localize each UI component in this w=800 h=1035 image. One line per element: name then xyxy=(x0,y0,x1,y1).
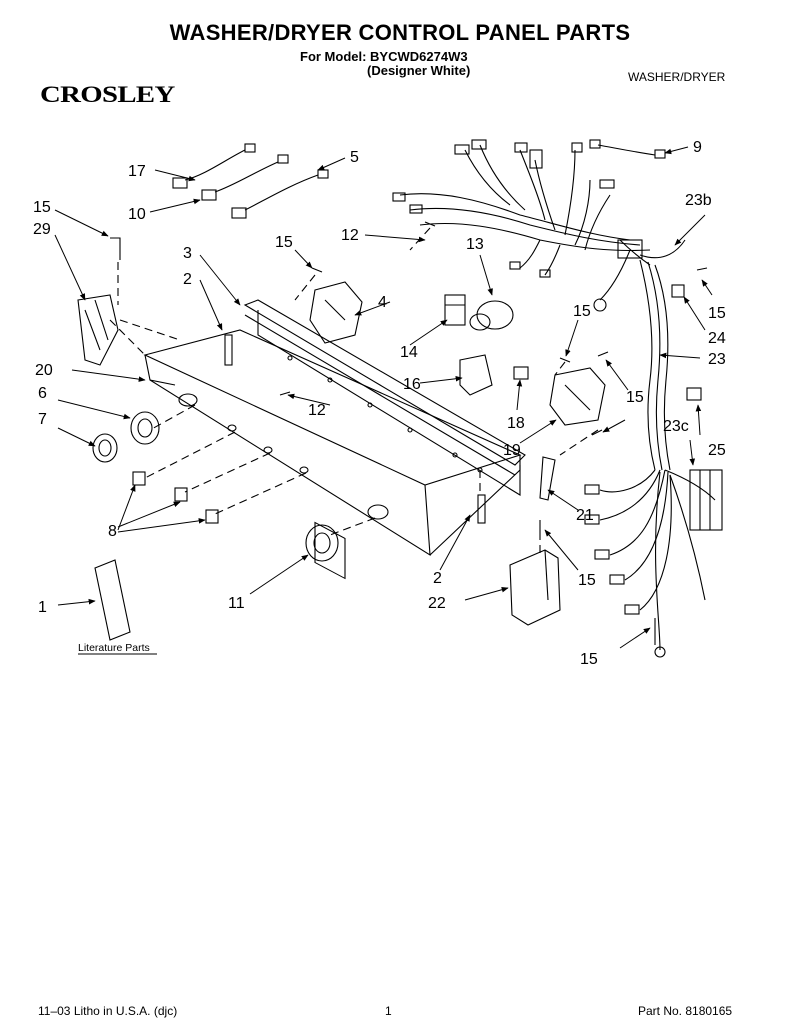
callout-4: 4 xyxy=(378,294,387,311)
callout-13: 13 xyxy=(466,236,484,253)
appliance-category: WASHER/DRYER xyxy=(628,70,726,84)
switch-13 xyxy=(469,300,514,331)
callout-2-lower: 2 xyxy=(433,570,442,587)
literature-booklet xyxy=(94,559,131,641)
bracket-21 xyxy=(539,456,556,501)
literature-parts-label: Literature Parts xyxy=(78,642,150,654)
callout-23b: 23b xyxy=(685,192,712,209)
callout-15-timer-right: 15 xyxy=(626,389,644,406)
wire-leads xyxy=(172,139,666,219)
model-number: For Model: BYCWD6274W3 xyxy=(300,49,468,64)
callout-16: 16 xyxy=(403,376,421,393)
callout-18: 18 xyxy=(507,415,525,432)
clips-24-25 xyxy=(671,284,702,401)
callout-5: 5 xyxy=(350,149,359,166)
callout-9: 9 xyxy=(693,139,702,156)
control-board-3 xyxy=(243,299,526,580)
callout-15-cover: 15 xyxy=(578,572,596,589)
switch-14 xyxy=(444,294,466,326)
callout-23: 23 xyxy=(708,351,726,368)
callout-21: 21 xyxy=(576,507,594,524)
callout-7: 7 xyxy=(38,411,47,428)
callout-23c: 23c xyxy=(663,418,689,435)
footer-page-number: 1 xyxy=(385,1004,392,1018)
cover-22 xyxy=(509,549,561,626)
leader-arrows xyxy=(54,146,713,649)
module-4 xyxy=(309,281,363,344)
wire-harness-top xyxy=(392,139,686,312)
callout-2-upper: 2 xyxy=(183,271,192,288)
screws xyxy=(110,221,708,645)
callout-29: 29 xyxy=(33,221,51,238)
clip-18 xyxy=(513,366,529,380)
callout-15-right: 15 xyxy=(708,305,726,322)
callout-12-lower: 12 xyxy=(308,402,326,419)
footer-litho: 11–03 Litho in U.S.A. (djc) xyxy=(38,1004,178,1018)
callout-11: 11 xyxy=(228,595,245,612)
model-color: (Designer White) xyxy=(367,63,471,78)
timer-19 xyxy=(549,367,606,426)
callout-15-ground: 15 xyxy=(580,651,598,668)
brand-logo: CROSLEY xyxy=(40,82,175,107)
callout-12-upper: 12 xyxy=(341,227,359,244)
callout-22: 22 xyxy=(428,595,446,612)
switch-16 xyxy=(459,354,493,396)
knobs xyxy=(92,411,339,562)
callout-25: 25 xyxy=(708,442,726,459)
callout-1: 1 xyxy=(38,599,47,616)
callout-10: 10 xyxy=(128,206,146,223)
callout-3: 3 xyxy=(183,245,192,262)
callout-19: 19 xyxy=(503,442,521,459)
callout-15-panel: 15 xyxy=(275,234,293,251)
wire-harness-right xyxy=(584,259,723,658)
callout-labels: 17 10 5 9 15 29 3 2 15 12 13 4 14 16 23b… xyxy=(33,139,726,668)
console-panel-20 xyxy=(143,329,522,557)
callout-17: 17 xyxy=(128,163,146,180)
callout-6: 6 xyxy=(38,385,47,402)
page-title: WASHER/DRYER CONTROL PANEL PARTS xyxy=(169,20,631,45)
callout-15-top-left: 15 xyxy=(33,199,51,216)
footer-part-number: Part No. 8180165 xyxy=(638,1004,733,1018)
callout-20: 20 xyxy=(35,362,53,379)
callout-24: 24 xyxy=(708,330,726,347)
spacers-2 xyxy=(224,334,486,524)
callout-14: 14 xyxy=(400,344,418,361)
callout-15-timer-top: 15 xyxy=(573,303,591,320)
bracket-29 xyxy=(77,294,119,366)
callout-8: 8 xyxy=(108,523,117,540)
